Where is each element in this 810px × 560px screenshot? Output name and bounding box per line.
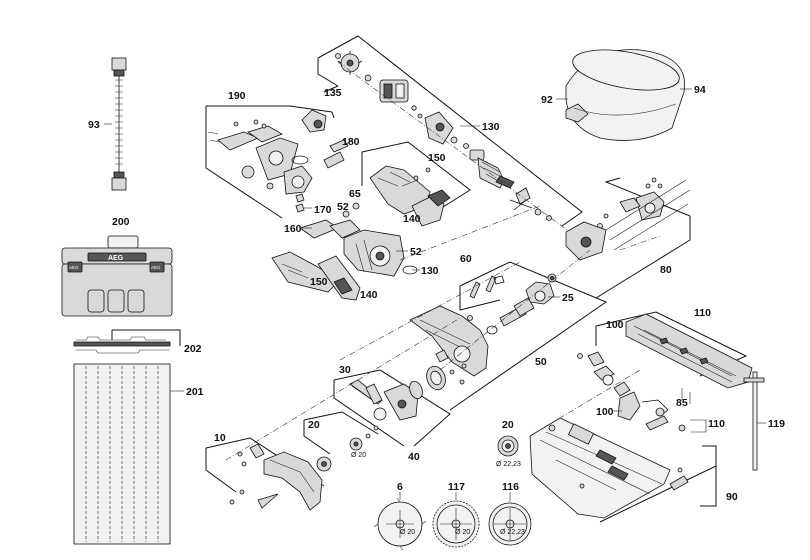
callout-150-top: 150: [428, 152, 446, 164]
callout-130-mid: 130: [421, 265, 439, 277]
case-latch-right-logo: AEG: [151, 265, 161, 270]
flange-washer-20: 20 Ø 22,23: [496, 419, 521, 468]
callout-110-lower: 110: [708, 418, 725, 430]
callout-25: 25: [562, 292, 574, 304]
callout-92: 92: [541, 94, 553, 106]
callout-116: 116: [502, 481, 519, 493]
extraction-hose: 93: [88, 57, 127, 191]
riving-knife-group: Ø 20 30 20 40: [303, 363, 467, 472]
case-logo: AEG: [108, 255, 124, 262]
washer-diameter-20: Ø 20: [351, 452, 366, 459]
blade-6-diameter: Ø 20: [400, 529, 415, 536]
saw-blade-117: Ø 20 117: [432, 481, 480, 548]
dust-bag: 92 94: [541, 49, 706, 141]
switch-handle-group: 80: [565, 177, 691, 299]
callout-202: 202: [184, 343, 202, 355]
callout-52-lower: 52: [410, 246, 422, 258]
blade-116-diameter: Ø 22,23: [500, 529, 525, 536]
saw-blade-6: Ø 20 6: [373, 481, 427, 551]
callout-30: 30: [339, 364, 351, 376]
callout-94: 94: [694, 84, 706, 96]
callout-170: 170: [314, 204, 332, 216]
callout-200: 200: [112, 216, 130, 228]
bevel-adjust-group: 100 110 85 100 110: [577, 307, 753, 433]
callout-180: 180: [342, 136, 360, 148]
motor-housing-group: 65 52 160 52 130 150 140: [271, 188, 541, 301]
callout-60: 60: [460, 253, 472, 265]
callout-100-top: 100: [606, 319, 624, 331]
callout-150-lower: 150: [310, 276, 328, 288]
callout-190: 190: [228, 90, 246, 102]
callout-119: 119: [768, 418, 785, 430]
callout-93: 93: [88, 119, 100, 131]
callout-20-right: 20: [502, 419, 514, 431]
blade-guard-group: 60 25 50: [339, 253, 608, 411]
washer-diameter-2223: Ø 22,23: [496, 461, 521, 468]
callout-90: 90: [726, 491, 738, 503]
armature-bracket-group: 135 130: [317, 35, 583, 233]
callout-10: 10: [214, 432, 226, 444]
lower-guard-group: 10: [205, 432, 325, 511]
callout-80: 80: [660, 264, 672, 276]
guide-rail-strip: 202: [73, 329, 202, 355]
callout-130-top: 130: [482, 121, 500, 133]
case-latch-left-logo: AEG: [69, 265, 79, 270]
saw-blade-116: Ø 22,23 116: [488, 481, 532, 546]
callout-135: 135: [324, 87, 342, 99]
callout-65: 65: [349, 188, 361, 200]
callout-100-lower: 100: [596, 406, 614, 418]
callout-110-top: 110: [694, 307, 711, 319]
callout-160: 160: [284, 223, 302, 235]
carry-case: AEG AEG AEG 200: [61, 216, 173, 317]
gear-housing-group: 190 180 170: [205, 90, 360, 219]
rip-fence-rod: 119: [743, 371, 785, 471]
callout-50: 50: [535, 356, 547, 368]
callout-201: 201: [186, 386, 204, 398]
callout-117: 117: [448, 481, 465, 493]
motor-housing-upper-group: 150 140: [361, 141, 471, 227]
callout-85: 85: [676, 397, 688, 409]
guide-rail-long: 201: [73, 363, 204, 545]
callout-40: 40: [408, 451, 420, 463]
callout-140-lower: 140: [360, 289, 378, 301]
base-plate: 90: [529, 417, 738, 523]
blade-117-diameter: Ø 20: [455, 529, 470, 536]
callout-20-left: 20: [308, 419, 320, 431]
callout-6: 6: [397, 481, 403, 493]
callout-140-top: 140: [403, 213, 421, 225]
callout-52-upper: 52: [337, 201, 349, 213]
